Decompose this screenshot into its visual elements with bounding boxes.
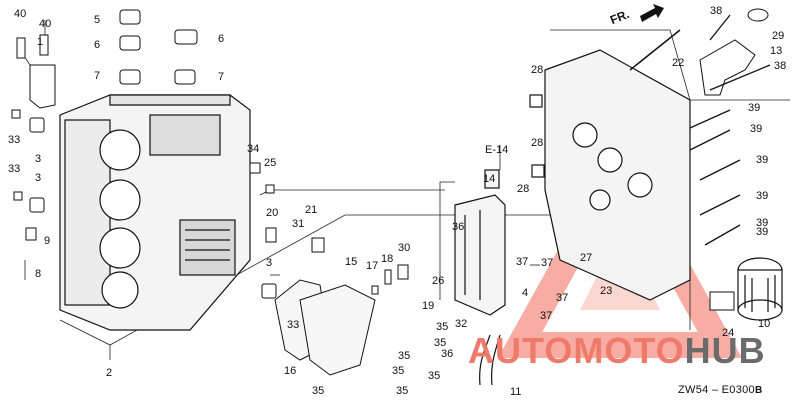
part-number-label: 33 <box>8 163 21 175</box>
part-number-label: 35 <box>398 350 411 362</box>
part-number-label: 39 <box>756 226 769 238</box>
hose <box>479 334 501 386</box>
part-number-label: 24 <box>722 327 735 339</box>
part-number-label: 13 <box>770 45 783 57</box>
part-number-label: 10 <box>758 318 771 330</box>
part-number-label: 11 <box>510 386 522 398</box>
part-number-label: 33 <box>8 134 21 146</box>
part-number-label: 2 <box>106 367 113 379</box>
part-number-label: 34 <box>247 143 260 155</box>
part-number-label: 6 <box>94 39 101 51</box>
part-number-label: 5 <box>94 14 101 26</box>
part-number-label: 39 <box>756 154 769 166</box>
part-number-label: 35 <box>312 385 325 397</box>
part-number-label: 21 <box>305 204 318 216</box>
oil-filter <box>737 257 783 321</box>
part-number-label: 20 <box>266 207 279 219</box>
part-number-label: 25 <box>264 157 277 169</box>
part-number-label: 14 <box>483 173 496 185</box>
part-number-label: 22 <box>672 57 685 69</box>
watermark-text-1: AUTOMOTO <box>468 330 685 371</box>
part-number-label: 6 <box>218 33 225 45</box>
side-bolts <box>689 14 771 246</box>
part-number-label: 39 <box>748 102 761 114</box>
part-number-label: 39 <box>756 217 769 229</box>
part-number-label: 1 <box>37 36 44 48</box>
direction-arrow <box>640 4 664 22</box>
part-number-label: 35 <box>428 370 441 382</box>
part-number-label: 8 <box>35 268 42 280</box>
part-number-label: 37 <box>540 310 553 322</box>
cover-plate <box>274 279 376 376</box>
part-number-label: 35 <box>392 365 405 377</box>
long-bolt <box>629 29 681 71</box>
part-number-label: 3 <box>35 172 42 184</box>
part-number-label: 39 <box>750 123 763 135</box>
part-number-label: 23 <box>600 285 613 297</box>
part-number-label: 40 <box>39 18 52 30</box>
part-number-label: 32 <box>455 318 468 330</box>
part-number-label: 36 <box>441 348 454 360</box>
crankcase <box>529 49 691 301</box>
part-number-label: 19 <box>422 300 435 312</box>
part-number-label: 35 <box>434 337 447 349</box>
part-number-label: 26 <box>432 275 445 287</box>
bushings <box>29 9 277 299</box>
part-number-label: 37 <box>556 292 569 304</box>
part-number-label: 38 <box>774 60 787 72</box>
part-number-label: 27 <box>580 252 593 264</box>
part-number-label: 18 <box>381 253 394 265</box>
bracket <box>29 64 56 109</box>
part-number-label: 31 <box>292 218 305 230</box>
part-number-label: 35 <box>396 385 409 397</box>
part-number-label: 35 <box>436 321 449 333</box>
watermark-text-2: HUB <box>684 330 766 371</box>
thermostat-cover <box>454 169 506 316</box>
part-number-label: 37 <box>541 257 554 269</box>
reference-label: E-14 <box>485 144 509 156</box>
part-number-label: 39 <box>756 190 769 202</box>
cylinder-block <box>59 94 251 331</box>
part-number-label: 15 <box>345 256 358 268</box>
drawing-code: ZW54 – E0300B <box>678 384 763 396</box>
part-number-label: 16 <box>284 365 297 377</box>
watermark-text: AUTOMOTOHUB <box>468 330 766 372</box>
part-number-label: 40 <box>14 8 27 20</box>
part-number-label: 37 <box>516 256 529 268</box>
part-number-label: 30 <box>398 242 411 254</box>
part-number-label: 7 <box>94 70 101 82</box>
part-number-label: 28 <box>517 183 530 195</box>
part-number-label: 3 <box>266 257 273 269</box>
part-number-label: 36 <box>452 221 465 233</box>
part-number-label: 28 <box>531 64 544 76</box>
part-number-label: 9 <box>44 235 51 247</box>
part-number-label: 17 <box>366 260 379 272</box>
part-number-label: 38 <box>710 5 723 17</box>
part-number-label: 33 <box>287 319 300 331</box>
part-number-label: 7 <box>218 71 225 83</box>
fitting <box>709 291 735 311</box>
part-number-label: 3 <box>35 153 42 165</box>
part-number-label: 28 <box>531 137 544 149</box>
bolts <box>11 34 409 295</box>
drawing-code-suffix: B <box>754 385 763 396</box>
drawing-code-main: ZW54 – E0300 <box>678 384 755 396</box>
part-number-label: 4 <box>522 287 529 299</box>
water-elbow <box>699 8 769 96</box>
part-number-label: 29 <box>772 30 785 42</box>
